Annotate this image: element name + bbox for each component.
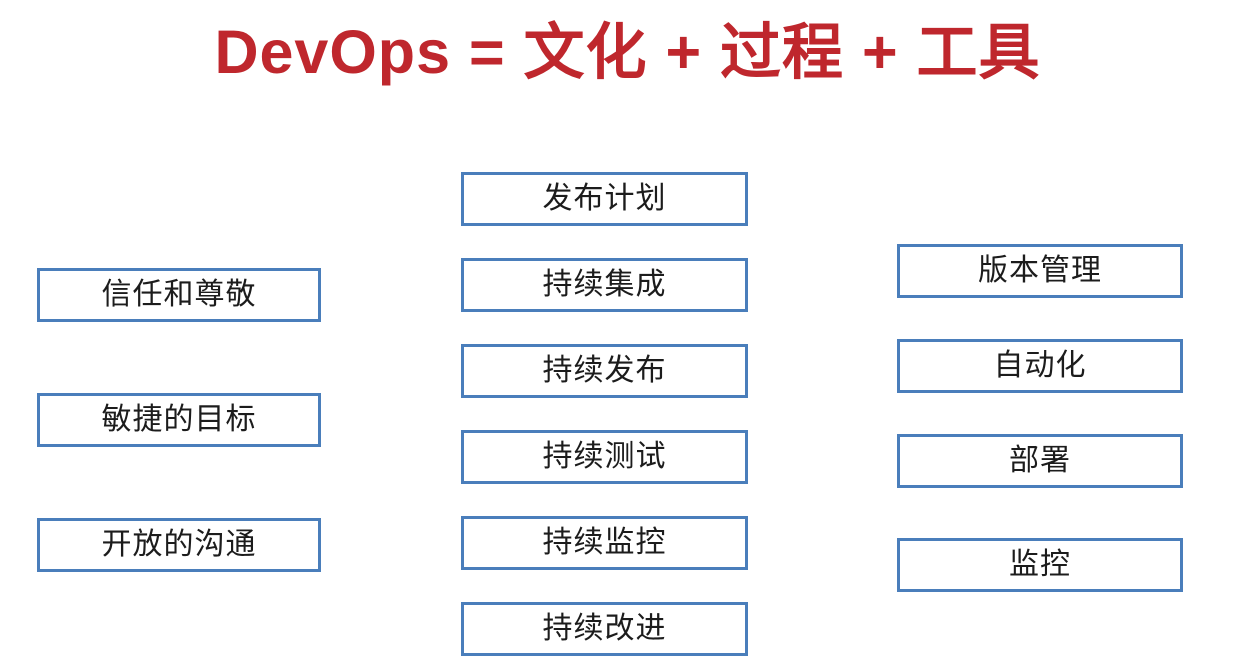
tools-item-monitoring[interactable]: 监控	[897, 538, 1183, 592]
slide-title: DevOps = 文化 + 过程 + 工具	[214, 18, 1041, 86]
culture-column: 信任和尊敬 敏捷的目标 开放的沟通	[37, 268, 321, 572]
process-item-continuous-improvement[interactable]: 持续改进	[461, 602, 748, 656]
tools-column: 版本管理 自动化 部署 监控	[897, 244, 1183, 592]
tools-item-automation[interactable]: 自动化	[897, 339, 1183, 393]
process-item-release-plan[interactable]: 发布计划	[461, 172, 748, 226]
process-item-continuous-testing[interactable]: 持续测试	[461, 430, 748, 484]
process-column: 发布计划 持续集成 持续发布 持续测试 持续监控 持续改进	[461, 172, 748, 656]
culture-item-agile-goals[interactable]: 敏捷的目标	[37, 393, 321, 447]
process-item-continuous-integration[interactable]: 持续集成	[461, 258, 748, 312]
process-item-continuous-monitoring[interactable]: 持续监控	[461, 516, 748, 570]
tools-item-deployment[interactable]: 部署	[897, 434, 1183, 488]
process-item-continuous-release[interactable]: 持续发布	[461, 344, 748, 398]
culture-item-trust-and-respect[interactable]: 信任和尊敬	[37, 268, 321, 322]
culture-item-open-communication[interactable]: 开放的沟通	[37, 518, 321, 572]
tools-item-version-management[interactable]: 版本管理	[897, 244, 1183, 298]
